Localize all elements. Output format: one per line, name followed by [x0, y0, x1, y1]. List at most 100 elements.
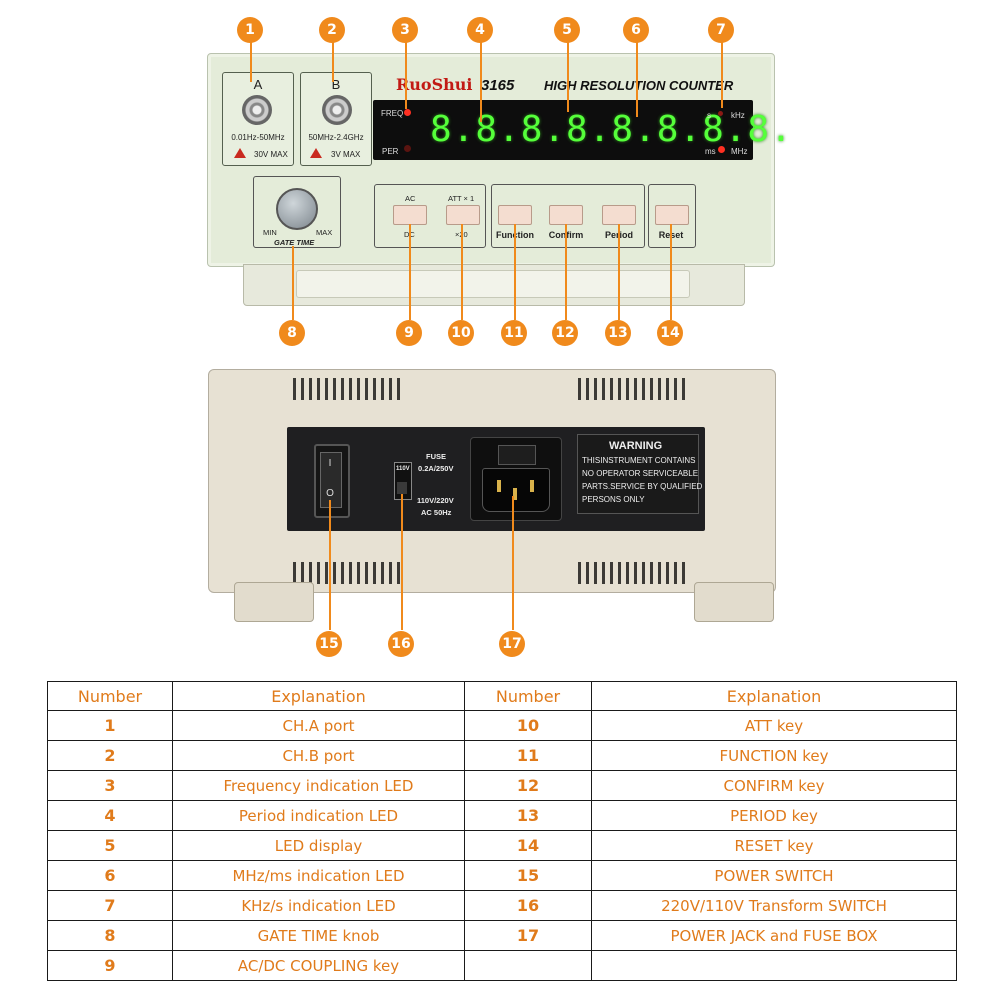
port-a-letter: A — [253, 77, 263, 92]
top-vents-left — [293, 378, 400, 400]
cell-explanation: LED display — [172, 830, 465, 861]
table-row: 9 AC/DC COUPLING key — [47, 950, 957, 981]
callout-14: 14 — [657, 320, 683, 346]
mhz-label: MHz — [731, 147, 748, 156]
ms-label: ms — [705, 147, 716, 156]
voltage-switch-slider — [397, 482, 407, 494]
bottom-vents-left — [293, 562, 400, 584]
leader-line — [329, 500, 331, 630]
table-row: 4 Period indication LED 13 PERIOD key — [47, 800, 957, 831]
leader-line — [567, 42, 569, 112]
leader-line — [480, 42, 482, 122]
callout-11: 11 — [501, 320, 527, 346]
port-a-max: 30V MAX — [254, 150, 288, 159]
cell-number: 8 — [47, 920, 173, 951]
khz-s-indication-led — [718, 111, 723, 116]
reset-group — [648, 184, 696, 248]
socket-pin — [530, 480, 534, 492]
device-title: HIGH RESOLUTION COUNTER — [544, 78, 734, 93]
callout-1: 1 — [237, 17, 263, 43]
fuse-label: FUSE — [426, 452, 447, 461]
port-a-box: A 0.01Hz-50MHz 30V MAX — [222, 72, 294, 166]
mhz-ms-indication-led — [718, 146, 725, 153]
explanation-table: Number Explanation Number Explanation 1 … — [47, 681, 957, 981]
period-key[interactable] — [602, 205, 636, 225]
period-indication-led — [404, 145, 411, 152]
cell-explanation: FUNCTION key — [591, 740, 957, 771]
gate-max-label: MAX — [316, 228, 333, 237]
ac-label: AC — [405, 194, 416, 203]
switch-off-label: O — [326, 488, 334, 499]
leader-line — [512, 496, 514, 630]
cell-explanation: RESET key — [591, 830, 957, 861]
cell-number: 9 — [47, 950, 173, 981]
warning-title: WARNING — [609, 440, 663, 452]
ch-b-bnc-connector[interactable] — [322, 95, 352, 125]
leader-line — [618, 224, 620, 320]
warning-line: PARTS.SERVICE BY QUALIFIED — [582, 482, 703, 491]
table-row: 2 CH.B port 11 FUNCTION key — [47, 740, 957, 771]
function-key[interactable] — [498, 205, 532, 225]
function-keys-group — [491, 184, 645, 248]
led-display: 8.8.8.8.8.8.8.8. — [430, 109, 793, 150]
reset-key[interactable] — [655, 205, 689, 225]
cell-explanation: CONFIRM key — [591, 770, 957, 801]
leader-line — [401, 494, 403, 630]
s-label: s — [707, 111, 711, 120]
confirm-key[interactable] — [549, 205, 583, 225]
header-number: Number — [464, 681, 592, 711]
model-number: 3165 — [481, 77, 515, 94]
callout-2: 2 — [319, 17, 345, 43]
cell-explanation: PERIOD key — [591, 800, 957, 831]
table-header-row: Number Explanation Number Explanation — [47, 681, 957, 711]
table-row: 6 MHz/ms indication LED 15 POWER SWITCH — [47, 860, 957, 891]
leader-line — [670, 224, 672, 320]
cell-number: 2 — [47, 740, 173, 771]
port-b-letter: B — [331, 77, 341, 92]
fuse-holder[interactable] — [498, 445, 536, 465]
port-b-max: 3V MAX — [331, 150, 361, 159]
gate-time-knob[interactable] — [276, 188, 318, 230]
cell-explanation: GATE TIME knob — [172, 920, 465, 951]
ac-dc-coupling-key[interactable] — [393, 205, 427, 225]
port-b-box: B 50MHz-2.4GHz 3V MAX — [300, 72, 372, 166]
leader-line — [250, 42, 252, 82]
leader-line — [332, 42, 334, 82]
callout-9: 9 — [396, 320, 422, 346]
leader-line — [405, 42, 407, 109]
cell-explanation: KHz/s indication LED — [172, 890, 465, 921]
cell-number: 11 — [464, 740, 592, 771]
callout-17: 17 — [499, 631, 525, 657]
warning-triangle-icon — [234, 148, 246, 158]
cell-explanation: CH.A port — [172, 710, 465, 741]
cell-number: 16 — [464, 890, 592, 921]
warning-label — [577, 434, 699, 514]
fuse-rating: 0.2A/250V — [418, 464, 454, 473]
cell-explanation: 220V/110V Transform SWITCH — [591, 890, 957, 921]
callout-5: 5 — [554, 17, 580, 43]
bottom-vents-right — [578, 562, 685, 584]
ch-a-bnc-connector[interactable] — [242, 95, 272, 125]
brand-logo: RuoShui — [396, 75, 473, 94]
cell-number: 14 — [464, 830, 592, 861]
mains-rating: 110V/220V — [417, 496, 454, 505]
cell-explanation: POWER JACK and FUSE BOX — [591, 920, 957, 951]
cell-explanation: Frequency indication LED — [172, 770, 465, 801]
top-vents-right — [578, 378, 685, 400]
table-row: 7 KHz/s indication LED 16 220V/110V Tran… — [47, 890, 957, 921]
cell-number: 1 — [47, 710, 173, 741]
cell-number — [464, 950, 592, 981]
att-key[interactable] — [446, 205, 480, 225]
header-number: Number — [47, 681, 173, 711]
cell-number: 10 — [464, 710, 592, 741]
cell-explanation: ATT key — [591, 710, 957, 741]
gate-min-label: MIN — [263, 228, 277, 237]
callout-15: 15 — [316, 631, 342, 657]
cell-explanation: AC/DC COUPLING key — [172, 950, 465, 981]
freq-label: FREQ — [381, 109, 404, 118]
switch-on-label: I — [328, 458, 332, 469]
callout-13: 13 — [605, 320, 631, 346]
cell-number: 6 — [47, 860, 173, 891]
cell-number: 3 — [47, 770, 173, 801]
cell-number: 17 — [464, 920, 592, 951]
